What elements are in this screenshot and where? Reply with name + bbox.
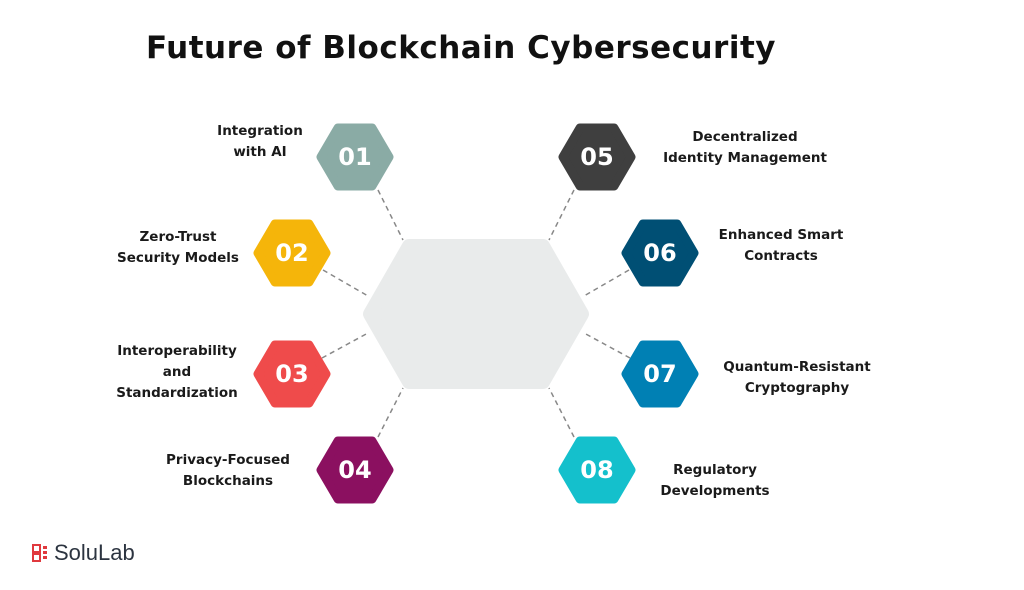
page-title: Future of Blockchain Cybersecurity (146, 30, 776, 66)
item-label-line: Enhanced Smart (718, 227, 844, 243)
item-number-03: 03 (275, 360, 309, 388)
item-label-line: with AI (233, 144, 287, 160)
item-label-line: Standardization (116, 385, 238, 401)
item-label-line: Zero-Trust (139, 229, 217, 245)
connector-08 (548, 387, 575, 438)
hexagon-05 (558, 123, 636, 191)
item-label-01: Integration with AI (160, 121, 360, 163)
hexagon-06 (621, 219, 699, 287)
item-number-02: 02 (275, 239, 309, 267)
item-number-06: 06 (643, 239, 677, 267)
connector-lines (321, 189, 631, 438)
hexagon-04 (316, 436, 394, 504)
hexagon-07 (621, 340, 699, 408)
connector-04 (377, 387, 404, 438)
item-label-line: Developments (660, 483, 770, 499)
item-label-line: Regulatory (673, 462, 757, 478)
hexagon-01 (316, 123, 394, 191)
item-label-line: Quantum-Resistant (723, 359, 871, 375)
hexagon-02 (253, 219, 331, 287)
connector-02 (322, 269, 369, 297)
hexagon-03 (253, 340, 331, 408)
connector-07 (583, 332, 631, 359)
center-hexagon (363, 239, 589, 389)
logo-text: SoluLab (54, 540, 135, 565)
item-label-line: Cryptography (744, 380, 850, 396)
item-label-line: Security Models (117, 250, 239, 266)
item-label-line: Integration (217, 123, 303, 139)
item-number-08: 08 (580, 456, 614, 484)
item-label-line: Privacy-Focused (166, 452, 290, 468)
connector-05 (548, 189, 575, 241)
hexagon-08 (558, 436, 636, 504)
item-number-05: 05 (580, 143, 614, 171)
item-label-line: Identity Management (663, 150, 827, 166)
item-label-line: Decentralized (692, 129, 798, 145)
connector-01 (377, 189, 404, 241)
solulab-logo: SoluLab (32, 540, 135, 566)
item-label-line: Interoperability (117, 343, 237, 359)
solulab-logo-icon (32, 544, 47, 562)
item-number-07: 07 (643, 360, 677, 388)
item-label-line: and (162, 364, 192, 380)
item-label-line: Contracts (744, 248, 818, 264)
item-label-line: Blockchains (182, 473, 274, 489)
connector-03 (321, 332, 369, 359)
item-number-04: 04 (338, 456, 372, 484)
connector-06 (583, 269, 630, 297)
item-number-01: 01 (338, 143, 372, 171)
